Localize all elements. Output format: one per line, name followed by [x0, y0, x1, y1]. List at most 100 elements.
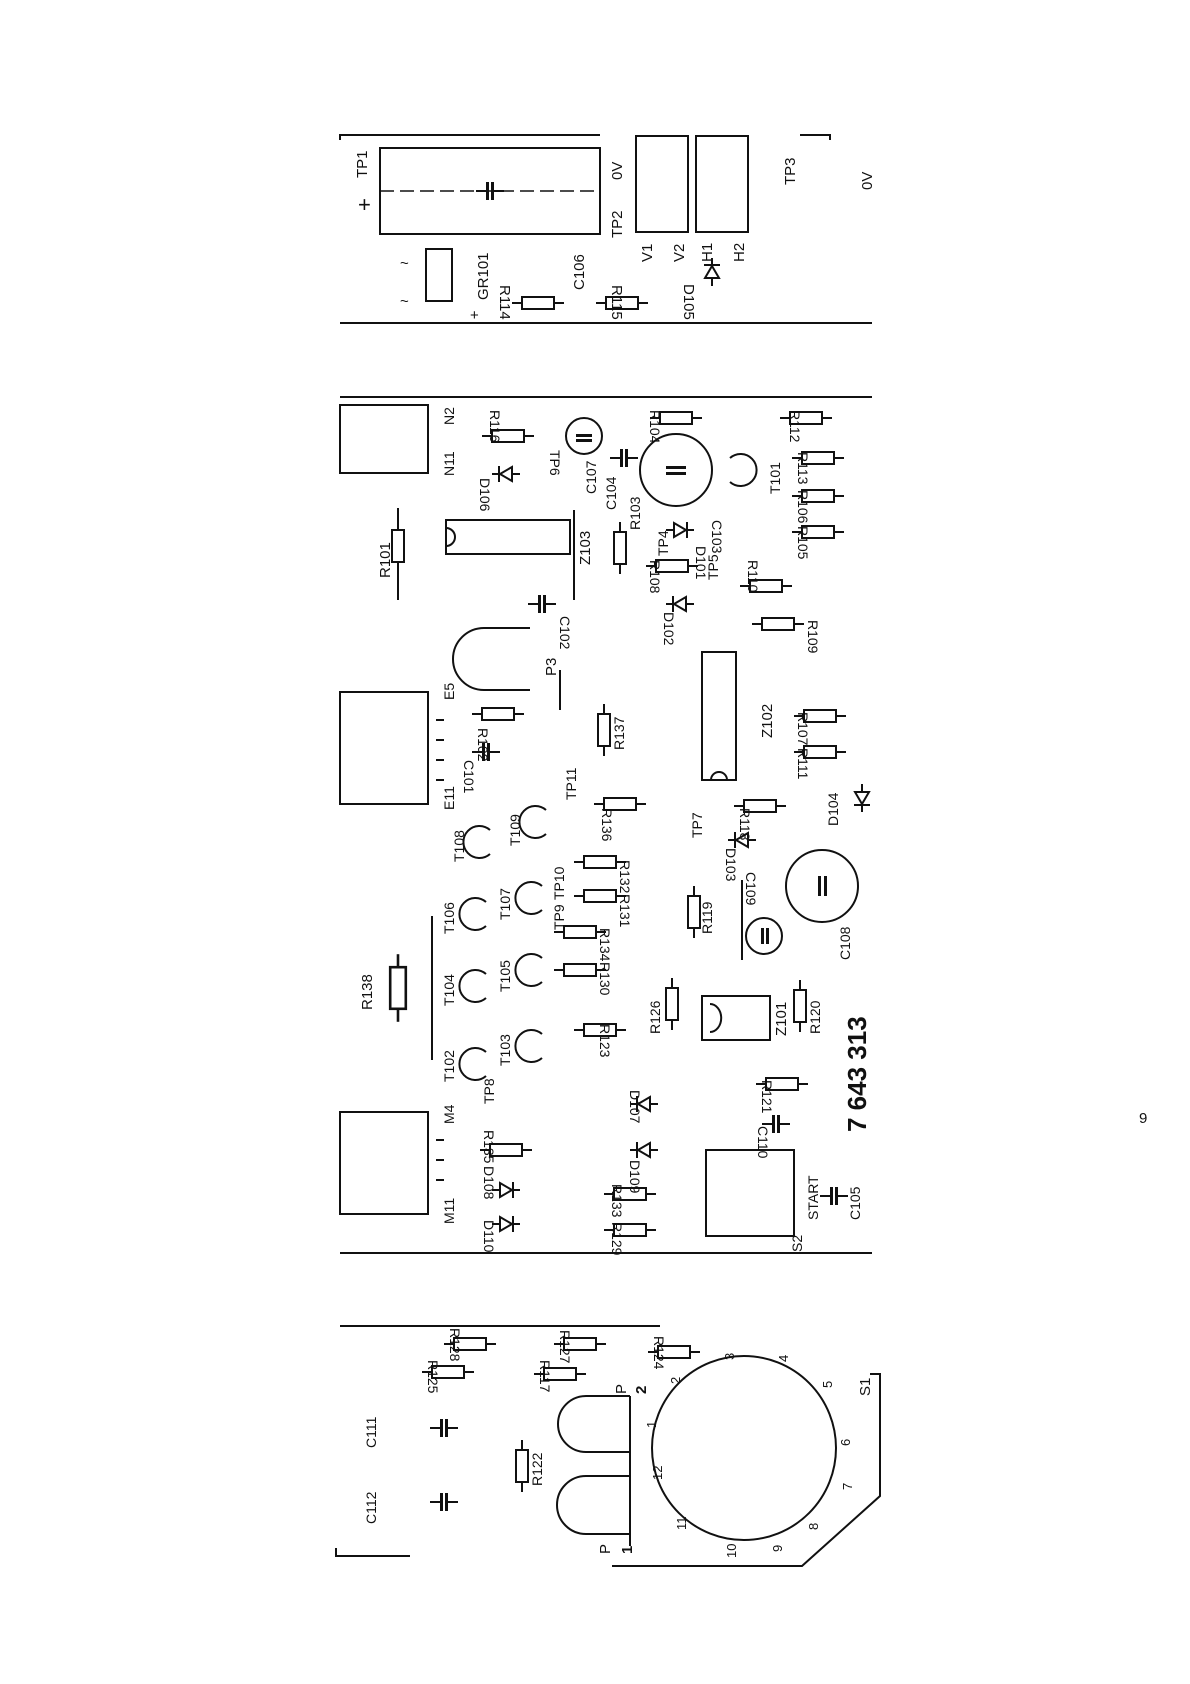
n2-label: N2 — [441, 407, 457, 425]
t102-transistor — [458, 1047, 487, 1081]
c111-label: C111 — [363, 1416, 379, 1448]
t103-label: T103 — [497, 1034, 513, 1066]
r126-resistor — [665, 977, 679, 1031]
d106-label: D106 — [477, 478, 493, 512]
switch-section: C111 C112 R122 R125 R128 R117 R127 R124 … — [335, 1325, 881, 1567]
c111-capacitor — [429, 1418, 459, 1438]
tp3-label: TP3 — [782, 157, 799, 185]
v1-label: V1 — [639, 244, 656, 262]
c103-label: C103 — [709, 520, 725, 554]
r129-label: R129 — [609, 1222, 625, 1256]
e11-label: E11 — [441, 786, 457, 810]
r122-label: R122 — [529, 1452, 545, 1486]
r136-label: R136 — [599, 808, 615, 842]
h1-label: H1 — [699, 243, 716, 262]
t109-transistor — [518, 805, 547, 839]
n11-label: N11 — [441, 451, 457, 476]
r116-label: R116 — [487, 410, 503, 443]
r118-label: R118 — [737, 808, 753, 841]
ov-b-label: 0V — [859, 172, 876, 190]
z103-ic — [445, 519, 571, 555]
r110-label: R110 — [745, 560, 761, 593]
d108-label: D108 — [481, 1166, 497, 1200]
z103-label: Z103 — [577, 531, 594, 565]
r101-label: R101 — [377, 542, 394, 578]
t103-transistor — [514, 1029, 543, 1063]
c104-label: C104 — [603, 476, 619, 510]
d110-label: D110 — [481, 1220, 497, 1253]
tp8-label: TP8 — [481, 1078, 497, 1104]
p2-label: P — [613, 1384, 630, 1394]
c112-capacitor — [429, 1492, 459, 1512]
c106-label: C106 — [571, 254, 588, 290]
c105-label: C105 — [847, 1186, 863, 1220]
r128-label: R128 — [447, 1328, 463, 1362]
ac2-label: ~ — [400, 293, 409, 310]
z102-ic — [701, 651, 737, 781]
p2-trimmer — [557, 1395, 630, 1453]
r119-label: R119 — [699, 901, 715, 934]
v-connector — [635, 135, 689, 233]
r114-label: R114 — [496, 285, 513, 320]
d109-label: D109 — [627, 1160, 643, 1194]
gr101-label: GR101 — [475, 252, 492, 300]
r102-resistor — [471, 707, 525, 721]
r122-resistor — [515, 1439, 529, 1493]
tp7-label: TP7 — [689, 812, 705, 838]
t106-transistor — [458, 897, 487, 931]
gr101-rectifier — [425, 248, 453, 302]
start-label: START — [805, 1175, 821, 1220]
r103-label: R103 — [627, 496, 643, 530]
dial-position-7: 7 — [840, 1483, 855, 1490]
t105-label: T105 — [497, 960, 513, 992]
dial-position-1: 1 — [644, 1421, 659, 1428]
d102-diode — [665, 595, 695, 613]
r102-label: R102 — [475, 728, 491, 762]
r120-label: R120 — [807, 1000, 823, 1034]
dial-position-3: 3 — [722, 1353, 737, 1360]
s2-label: S2 — [789, 1235, 805, 1252]
s2-start-switch — [705, 1149, 795, 1237]
r135-label: R135 — [481, 1130, 497, 1164]
d102-label: D102 — [661, 612, 677, 646]
tp2-label: TP2 — [609, 210, 626, 238]
p1-label: P — [597, 1544, 614, 1554]
dial-position-8: 8 — [806, 1523, 821, 1530]
p3-label: P3 — [543, 658, 560, 676]
r114-resistor — [511, 296, 565, 310]
c108-label: C108 — [837, 926, 853, 960]
c109-capacitor — [745, 917, 783, 955]
r103-resistor — [613, 521, 627, 575]
board-part-number: 7 643 313 — [842, 1016, 872, 1132]
s1-rotary-switch — [651, 1355, 837, 1541]
h-connector — [695, 135, 749, 233]
m11-label: M11 — [441, 1198, 457, 1224]
c101-label: C101 — [461, 760, 477, 794]
c107-capacitor — [565, 417, 603, 455]
r105-label: R105 — [795, 526, 811, 560]
p3-trimmer — [452, 627, 530, 691]
c107-label: C107 — [583, 460, 599, 494]
r111-label: R111 — [795, 748, 811, 780]
plus-label: + — [358, 192, 371, 217]
d103-label: D103 — [723, 848, 739, 882]
dial-position-12: 12 — [650, 1466, 665, 1480]
tp6-label: TP6 — [547, 450, 563, 476]
c104-capacitor — [609, 448, 639, 468]
tp1-label: TP1 — [354, 150, 371, 178]
r107-label: R107 — [795, 712, 811, 746]
t104-label: T104 — [441, 974, 457, 1006]
c102-label: C102 — [557, 616, 573, 650]
c110-label: C110 — [755, 1126, 771, 1159]
p2-number: 2 — [633, 1386, 650, 1394]
z101-ic — [701, 995, 771, 1041]
z102-label: Z102 — [759, 704, 776, 738]
t101-label: T101 — [767, 462, 783, 494]
dial-position-5: 5 — [820, 1381, 835, 1388]
r125-label: R125 — [425, 1360, 441, 1394]
r138-label: R138 — [359, 974, 376, 1010]
r137-resistor — [597, 703, 611, 757]
t108-transistor — [462, 825, 491, 859]
dial-position-labels: 1 2 3 4 5 6 7 8 9 10 11 12 — [644, 1353, 855, 1558]
r106-label: R106 — [795, 490, 811, 524]
